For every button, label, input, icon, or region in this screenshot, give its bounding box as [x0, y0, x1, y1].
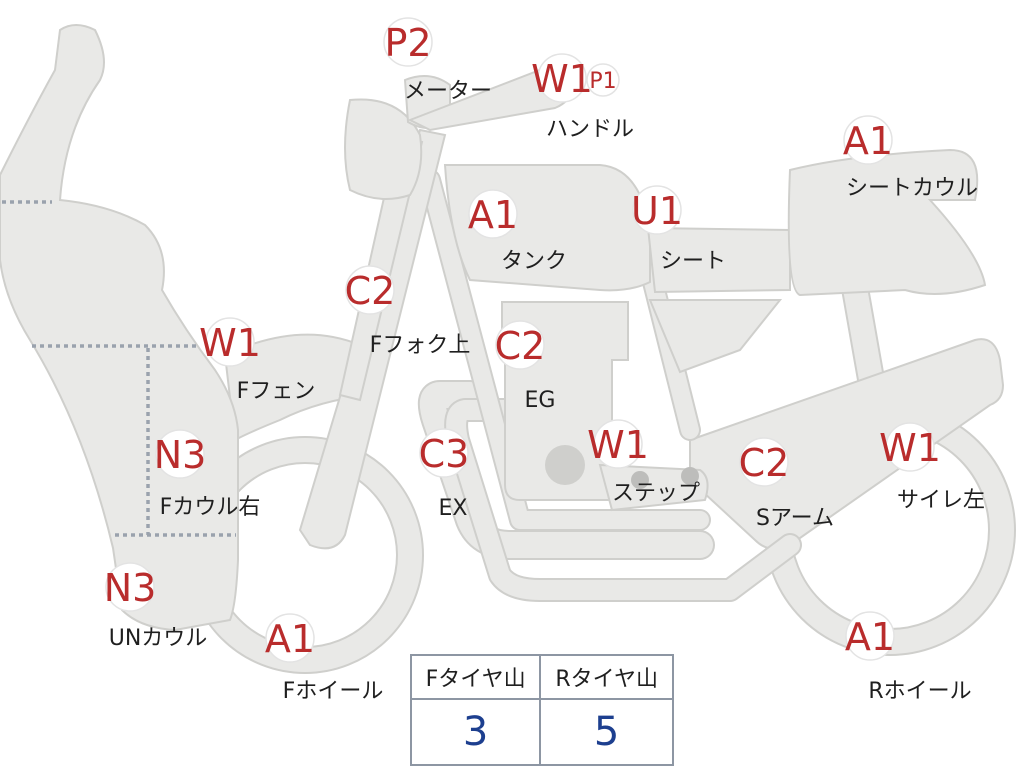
r-wheel-label: Rホイール	[868, 679, 971, 704]
step-marker: W1 ステップ	[587, 419, 700, 506]
step-label: ステップ	[612, 481, 700, 506]
step-code: W1	[587, 423, 649, 467]
tire-tread-table: Fタイヤ山 Rタイヤ山 3 5	[409, 654, 674, 766]
silencer-left-label: サイレ左	[897, 488, 985, 513]
rear-tread-header: Rタイヤ山	[539, 654, 674, 700]
tread-header-row: Fタイヤ山 Rタイヤ山	[409, 654, 674, 700]
seat-label: シート	[660, 249, 726, 274]
seat-cowl-marker: A1 シートカウル	[843, 115, 978, 201]
meter-label: メーター	[404, 79, 492, 104]
handle-label: ハンドル	[546, 117, 634, 142]
tank-marker: A1 タンク	[468, 189, 567, 274]
tread-value-row: 3 5	[409, 698, 674, 766]
front-tread-header: Fタイヤ山	[409, 654, 542, 700]
exhaust-marker: C3 EX	[419, 428, 470, 521]
engine-label: EG	[525, 388, 556, 413]
meter-code: P2	[384, 21, 431, 65]
seat-cowl-code: A1	[843, 119, 893, 163]
swing-arm-code: C2	[739, 441, 790, 485]
handle-code: W1	[531, 57, 593, 101]
f-fender-code: W1	[199, 321, 261, 365]
silencer-left-code: W1	[879, 426, 941, 470]
f-cowl-right-label: Fカウル右	[160, 495, 261, 520]
engine-code: C2	[495, 324, 546, 368]
handle-subcode: P1	[589, 69, 616, 94]
f-fork-upper-code: C2	[345, 269, 396, 313]
f-fork-upper-marker: C2 Fフォク上	[345, 265, 471, 358]
under-cowl-code: N3	[104, 566, 157, 610]
f-cowl-right-code: N3	[154, 433, 207, 477]
f-fender-label: Fフェン	[237, 379, 316, 404]
exhaust-code: C3	[419, 432, 470, 476]
tank-code: A1	[468, 193, 518, 237]
f-wheel-code: A1	[265, 617, 315, 661]
f-wheel-label: Fホイール	[283, 679, 384, 704]
exhaust-label: EX	[439, 496, 468, 521]
under-cowl-marker: N3 UNカウル	[104, 562, 208, 651]
f-fork-upper-label: Fフォク上	[370, 333, 471, 358]
front-tread-value: 3	[409, 698, 542, 766]
meter-marker: P2 メーター	[383, 17, 492, 104]
f-wheel-marker: A1 Fホイール	[265, 613, 384, 704]
f-fender-marker: W1 Fフェン	[199, 317, 316, 404]
engine-marker: C2 EG	[495, 320, 556, 413]
silencer-left-marker: W1 サイレ左	[879, 422, 985, 513]
bike-silhouette	[0, 24, 1016, 674]
r-wheel-marker: A1 Rホイール	[845, 611, 972, 704]
seat-code: U1	[631, 189, 683, 233]
seat-cowl-label: シートカウル	[846, 176, 978, 201]
swing-arm-marker: C2 Sアーム	[739, 437, 834, 531]
rear-tread-value: 5	[539, 698, 674, 766]
tank-label: タンク	[501, 249, 567, 274]
under-cowl-label: UNカウル	[109, 626, 208, 651]
f-cowl-right-marker: N3 Fカウル右	[154, 429, 261, 520]
swing-arm-label: Sアーム	[756, 506, 834, 531]
seat-marker: U1 シート	[631, 185, 726, 274]
r-wheel-code: A1	[845, 615, 895, 659]
handle-marker: W1 P1 ハンドル	[531, 53, 634, 142]
